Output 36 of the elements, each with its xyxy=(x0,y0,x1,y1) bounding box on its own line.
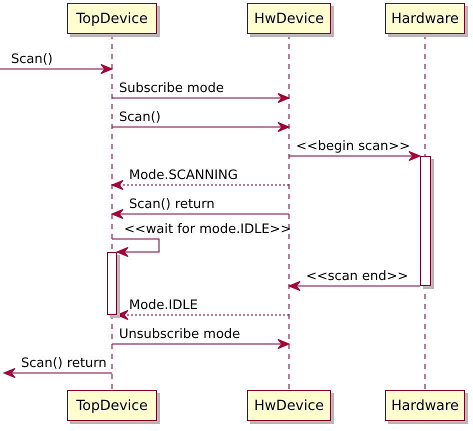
participant-name: TopDevice xyxy=(76,10,148,26)
message-label: <<scan end>> xyxy=(306,269,408,284)
participant-name: HwDevice xyxy=(254,398,324,414)
message-arrow xyxy=(112,209,290,219)
message-arrow xyxy=(4,368,112,378)
message-arrow xyxy=(0,64,112,74)
message-label: Subscribe mode xyxy=(119,81,224,96)
participant-box xyxy=(247,390,334,424)
message-label: Scan() return xyxy=(129,197,215,212)
participant-box xyxy=(247,3,334,37)
message-label: Scan() xyxy=(11,52,53,67)
participant-box xyxy=(67,390,160,424)
message-arrow xyxy=(112,339,290,349)
message-label: <<begin scan>> xyxy=(296,139,410,154)
participant-box xyxy=(67,3,160,37)
activation-bar xyxy=(107,252,120,318)
message-label: Mode.SCANNING xyxy=(129,168,238,183)
message-label: Scan() xyxy=(119,110,161,125)
message-label: <<wait for mode.IDLE>> xyxy=(124,222,292,237)
participant-name: TopDevice xyxy=(76,398,148,414)
participant-box xyxy=(385,3,468,37)
message-arrow xyxy=(112,238,160,257)
message-label: Mode.IDLE xyxy=(129,298,198,313)
message-label: Unsubscribe mode xyxy=(119,327,240,342)
message-label: Scan() return xyxy=(21,356,107,371)
lifeline xyxy=(288,34,290,390)
message-arrow xyxy=(112,180,290,190)
activation-bar xyxy=(420,156,434,289)
message-arrow xyxy=(112,122,290,132)
participant-box xyxy=(385,390,468,424)
participant-name: HwDevice xyxy=(254,10,324,26)
message-arrow xyxy=(288,281,420,291)
participant-name: Hardware xyxy=(391,398,459,414)
participant-name: Hardware xyxy=(391,10,459,26)
message-arrow xyxy=(288,151,420,161)
message-arrow xyxy=(112,93,290,103)
